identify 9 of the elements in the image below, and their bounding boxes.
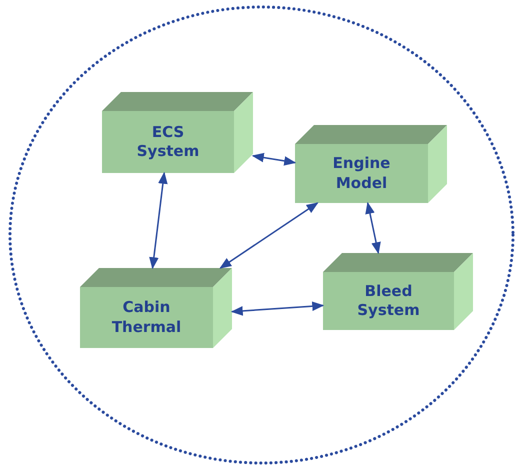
arrow	[219, 202, 318, 269]
block-label: Cabin Thermal	[110, 297, 182, 338]
arrow	[252, 152, 296, 166]
block-label: Bleed System	[356, 280, 421, 321]
block-label: Engine Model	[332, 153, 392, 194]
arrow	[149, 172, 168, 270]
arrow	[365, 202, 381, 254]
arrow	[230, 301, 324, 316]
block-label: ECS System	[136, 122, 200, 162]
